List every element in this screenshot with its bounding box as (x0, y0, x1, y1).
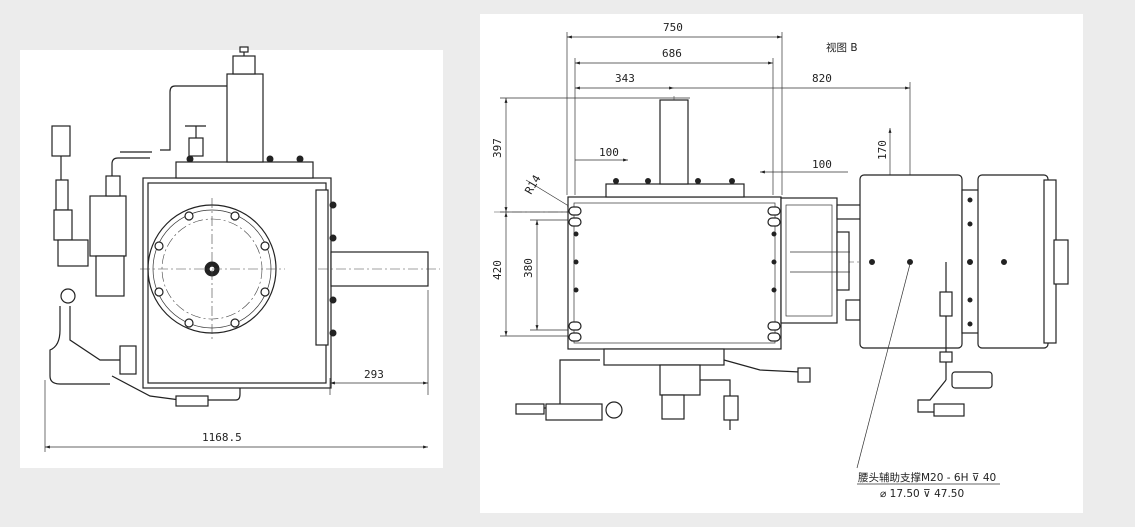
annotation-line2: ⌀ 17.50 ⊽ 47.50 (880, 488, 964, 500)
dim-380: 380 (522, 258, 535, 278)
right-view: 750 686 343 820 100 100 397 420 380 R14 … (491, 21, 1069, 500)
dim-420: 420 (491, 260, 504, 280)
pressure-gauge (51, 125, 71, 157)
housing-plan-view (567, 196, 782, 350)
top-cover-plate (175, 161, 314, 179)
dim-686: 686 (662, 47, 682, 60)
dim-343: 343 (615, 72, 635, 85)
view-label: 视图 B (826, 41, 858, 54)
left-view: 293 1168.5 (44, 46, 440, 452)
dim-100-left: 100 (599, 146, 619, 159)
annotation-line1: 腰头辅助支撑M20 - 6H ⊽ 40 (858, 471, 996, 484)
dim-170: 170 (876, 140, 889, 160)
accumulator-tank (226, 73, 264, 163)
dim-397: 397 (491, 138, 504, 158)
dim-overall-width: 1168.5 (202, 431, 242, 444)
vertical-column (659, 99, 689, 185)
dim-750: 750 (663, 21, 683, 34)
dim-shaft-extension: 293 (364, 368, 384, 381)
filter-element (175, 395, 209, 407)
dim-100-right: 100 (812, 158, 832, 171)
dim-r14: R14 (522, 172, 543, 196)
dim-820: 820 (812, 72, 832, 85)
